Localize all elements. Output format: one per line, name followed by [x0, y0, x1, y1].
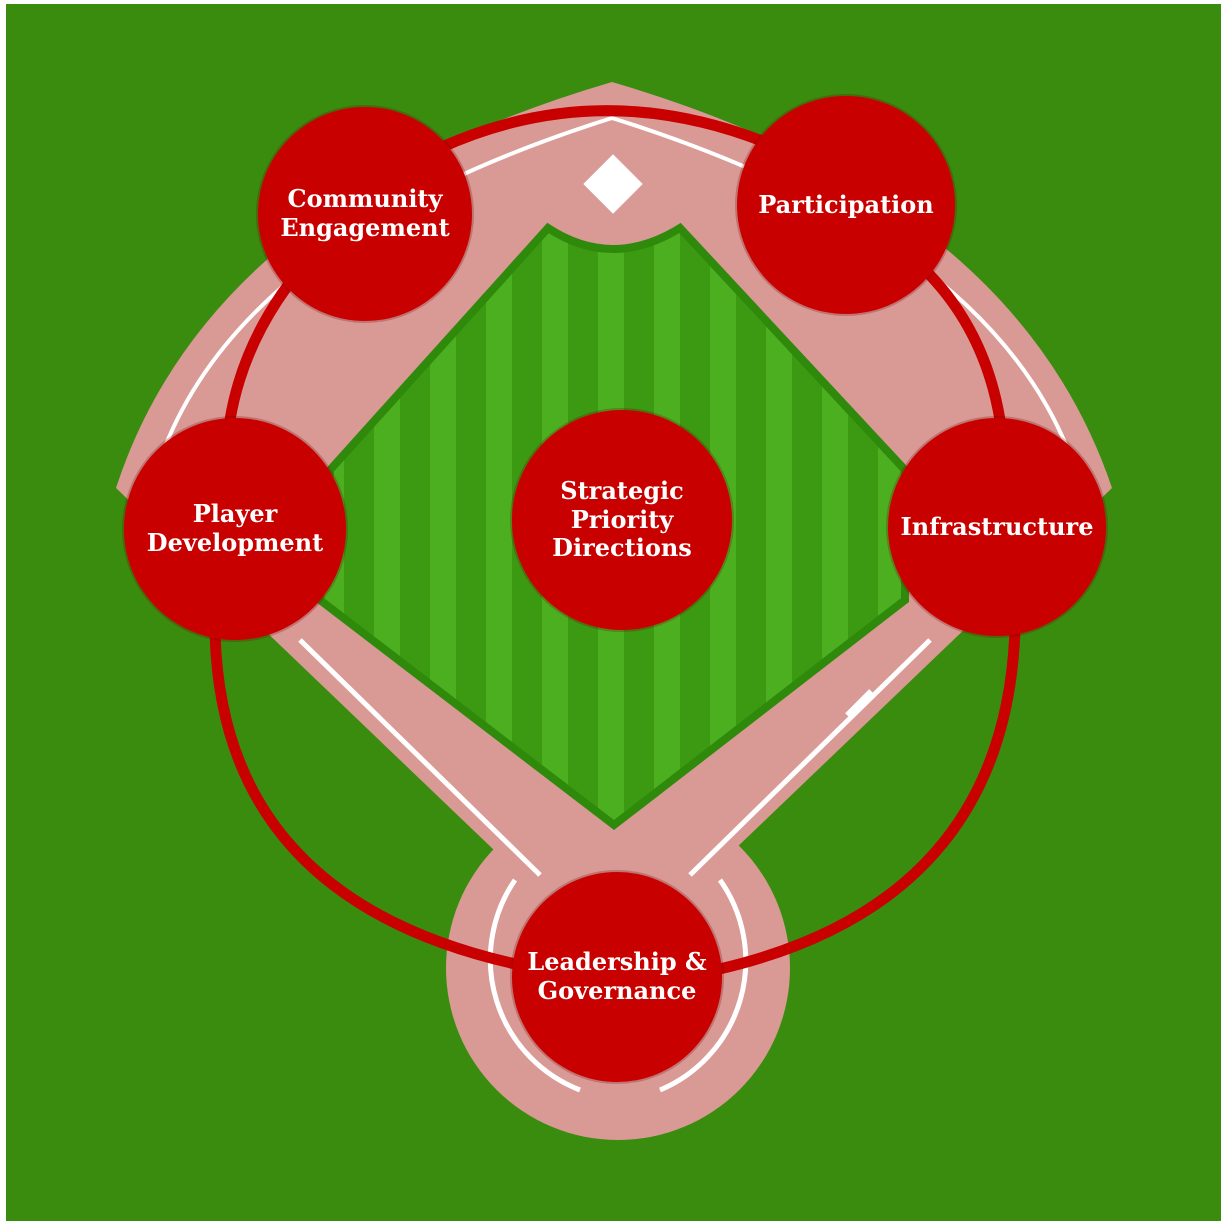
foul-line-right: [688, 638, 932, 877]
node-leadership-governance: Leadership & Governance: [512, 872, 722, 1082]
priority-ring-top: [437, 105, 798, 160]
node-player-development-label: Player Development: [146, 499, 324, 557]
center-node-label: Strategic Priority Directions: [552, 475, 692, 563]
node-participation: Participation: [737, 96, 955, 314]
node-leadership-governance-label: Leadership & Governance: [527, 947, 707, 1005]
home-circle-line-right: [659, 878, 749, 1093]
priority-ring-right-lower: [713, 629, 1021, 976]
node-participation-label: Participation: [758, 189, 934, 219]
second-base: [583, 154, 643, 214]
node-infrastructure: Infrastructure: [888, 418, 1106, 636]
node-strategic-priority-directions: Strategic Priority Directions: [512, 410, 732, 630]
node-community-engagement: Community Engagement: [258, 107, 472, 321]
home-circle-line-left: [487, 878, 581, 1093]
coach-box-marker: [845, 689, 875, 719]
node-player-development: Player Development: [124, 418, 346, 640]
priority-ring-left-lower: [209, 629, 522, 971]
node-community-engagement-label: Community Engagement: [280, 184, 450, 242]
node-infrastructure-label: Infrastructure: [900, 511, 1094, 541]
priority-ring-right-upper: [921, 266, 1006, 421]
outfield-warning-arc: [158, 115, 1072, 461]
foul-line-left: [298, 638, 542, 877]
